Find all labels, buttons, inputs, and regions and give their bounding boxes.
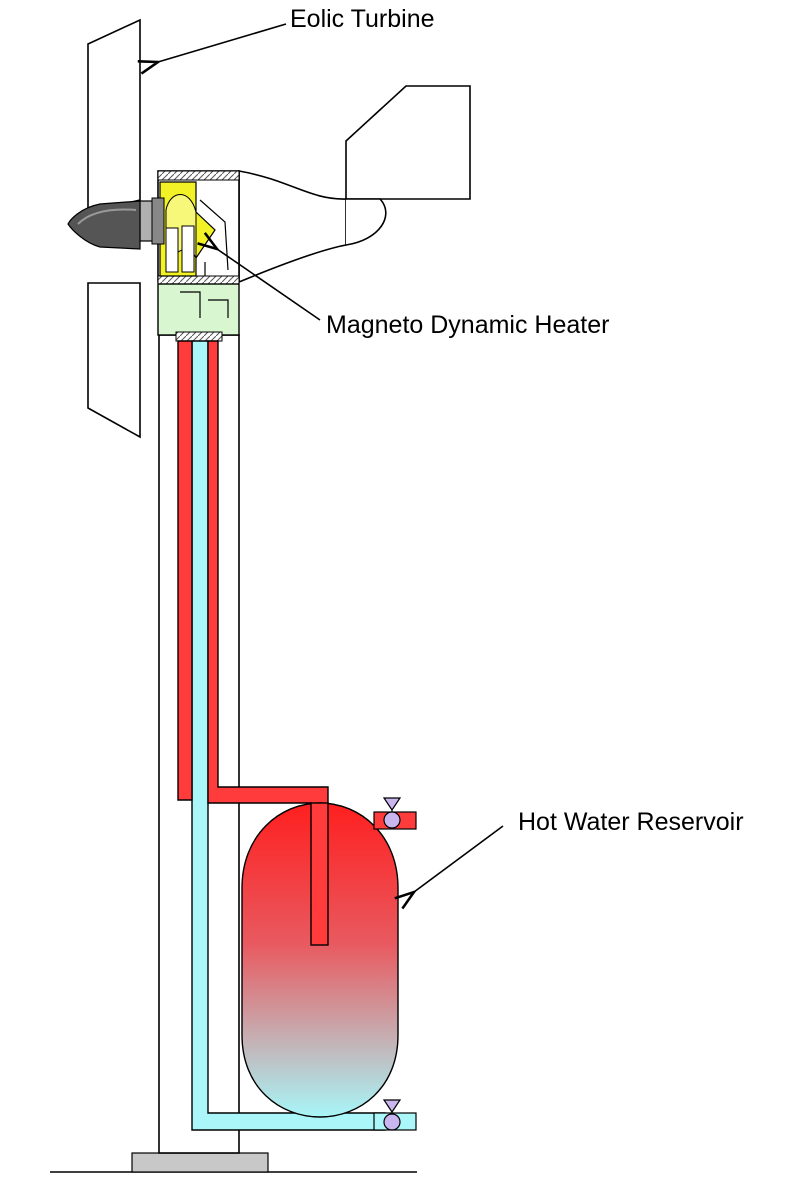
heater-housing-top-hatch [157, 170, 240, 181]
heater-base [157, 283, 240, 336]
hot-water-pipe [177, 340, 193, 801]
heater-housing-mid-hatch [157, 275, 240, 285]
turbine-blade-lower [87, 282, 141, 439]
nose-cone [67, 200, 141, 250]
turbine-blade-upper [87, 18, 141, 215]
heater-rotor-core [165, 227, 179, 273]
heater-rotor-core-2 [181, 225, 195, 273]
heater-internal-tube [199, 199, 229, 271]
hot-pipe-inside-tank [310, 802, 329, 946]
arrow-hot-water-reservoir [414, 825, 504, 892]
tail-fin [345, 85, 471, 200]
arrow-magneto-dynamic-heater [217, 249, 321, 321]
pipe-coupling [175, 331, 223, 342]
nose-cone-highlight [77, 208, 137, 225]
label-magneto-dynamic-heater: Magneto Dynamic Heater [326, 311, 609, 339]
arrow-eolic-turbine [158, 23, 287, 62]
cold-inlet-valve[interactable] [382, 1099, 402, 1131]
heater-base-tube [180, 291, 229, 318]
label-eolic-turbine: Eolic Turbine [290, 5, 435, 33]
rotor-shaft [151, 197, 165, 245]
hot-outlet-valve[interactable] [382, 797, 402, 829]
label-hot-water-reservoir: Hot Water Reservoir [518, 808, 744, 836]
hot-water-reservoir [241, 802, 399, 1118]
tower-foot [131, 1152, 269, 1173]
nacelle [238, 170, 347, 284]
tail-fin-lower [345, 198, 387, 246]
